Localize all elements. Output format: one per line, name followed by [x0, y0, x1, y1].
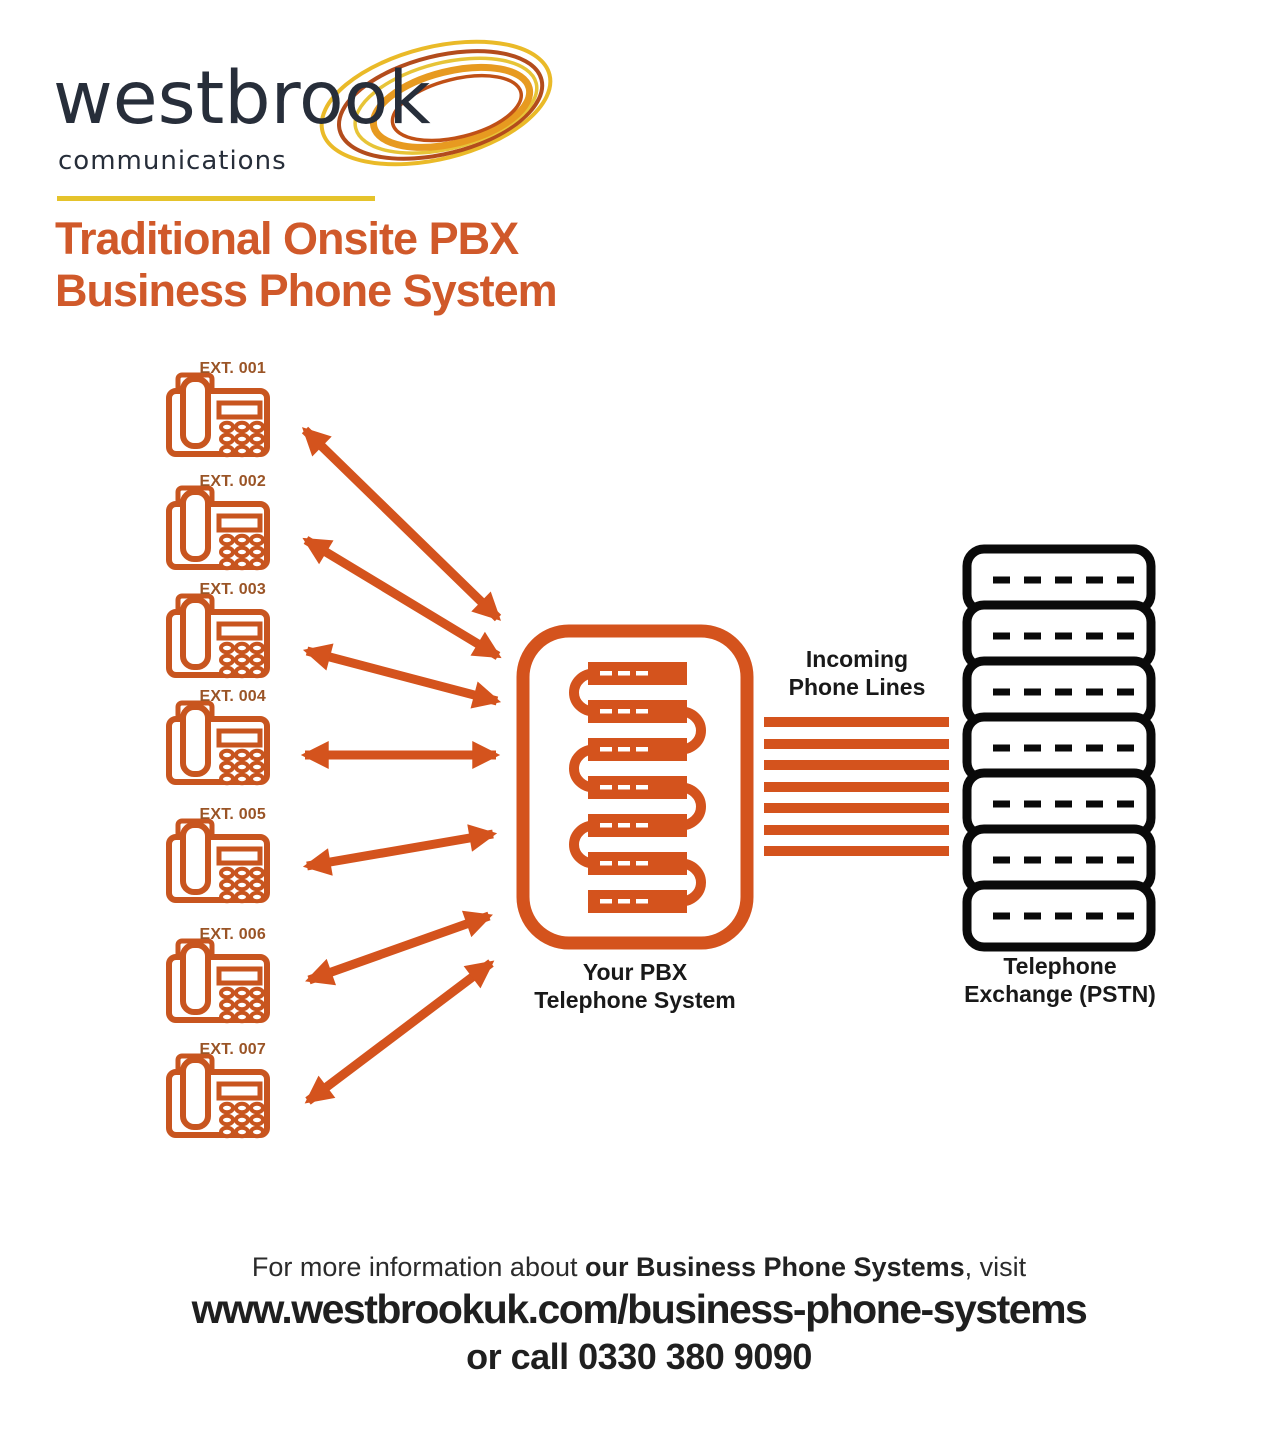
- exchange-icon: [967, 549, 1151, 947]
- phone-icon-001: [169, 375, 267, 455]
- pbx-label-line1: Your PBX: [582, 959, 688, 985]
- phone-icon-006: [169, 941, 267, 1021]
- ext-label-002: EXT. 002: [199, 473, 266, 490]
- phone-icon-005: [169, 821, 267, 901]
- logo-underline: [57, 196, 375, 201]
- exchange-label: Telephone Exchange (PSTN): [944, 952, 1176, 1008]
- incoming-lines-label-line2: Phone Lines: [788, 674, 926, 700]
- arrow-ext-007: [304, 959, 495, 1105]
- arrow-ext-005: [302, 824, 498, 876]
- footer-info-prefix: For more information about: [251, 1252, 585, 1282]
- exchange-label-line1: Telephone: [1003, 953, 1117, 979]
- footer-info-bold: our Business Phone Systems: [585, 1252, 965, 1282]
- footer-url: www.westbrookuk.com/business-phone-syste…: [191, 1286, 1088, 1332]
- arrow-ext-006: [305, 910, 493, 986]
- exchange-label-line2: Exchange (PSTN): [964, 981, 1156, 1007]
- ext-label-005: EXT. 005: [199, 806, 266, 823]
- ext-label-006: EXT. 006: [199, 926, 266, 943]
- arrow-ext-002: [302, 536, 502, 660]
- ext-label-007: EXT. 007: [199, 1041, 266, 1058]
- ext-label-001: EXT. 001: [199, 360, 266, 377]
- brand-wordmark: westbrook: [53, 56, 431, 141]
- brand-tagline: communications: [58, 146, 287, 176]
- phone-icon-004: [169, 703, 267, 783]
- pbx-icon: [516, 624, 754, 950]
- footer-call-prefix: or call: [466, 1336, 579, 1377]
- extension-arrows: [300, 426, 502, 1105]
- ext-label-003: EXT. 003: [199, 581, 266, 598]
- incoming-lines-label-line1: Incoming: [805, 646, 909, 672]
- footer-info-line: For more information about our Business …: [0, 1252, 1278, 1283]
- page-title-line1: Traditional Onsite PBX: [55, 213, 519, 264]
- logo-ellipses-icon: [319, 39, 553, 167]
- incoming-lines-icon: [764, 717, 949, 856]
- pbx-label: Your PBX Telephone System: [512, 958, 758, 1014]
- footer-info-suffix: , visit: [964, 1252, 1027, 1282]
- footer-call-line: or call 0330 380 9090: [0, 1336, 1278, 1378]
- footer-phone-number: 0330 380 9090: [578, 1336, 812, 1377]
- phone-icon-003: [169, 596, 267, 676]
- pbx-label-line2: Telephone System: [534, 987, 736, 1013]
- phone-icon-002: [169, 488, 267, 568]
- incoming-lines-label: Incoming Phone Lines: [757, 645, 957, 701]
- arrow-ext-001: [301, 426, 502, 622]
- ext-label-004: EXT. 004: [199, 688, 266, 705]
- arrow-ext-003: [302, 643, 502, 709]
- phone-icon-007: [169, 1056, 267, 1136]
- page-title-line2: Business Phone System: [55, 265, 558, 316]
